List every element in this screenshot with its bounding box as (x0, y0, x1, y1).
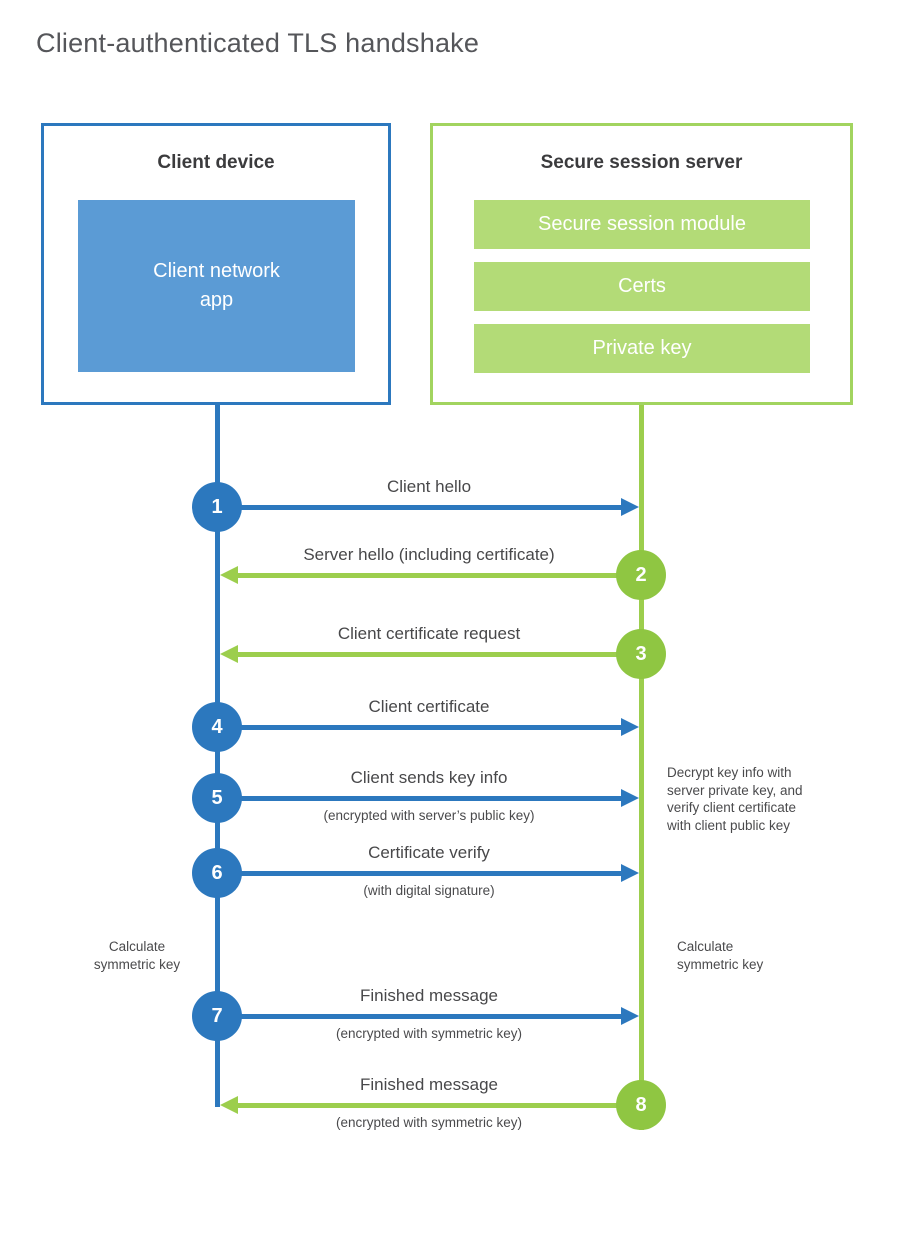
step-4-badge: 4 (192, 702, 242, 752)
step-6-badge: 6 (192, 848, 242, 898)
step-4-number: 4 (211, 715, 223, 738)
step-7-arrow (217, 1014, 623, 1019)
step-4-arrow (217, 725, 623, 730)
step-7-sublabel: (encrypted with symmetric key) (335, 1026, 523, 1041)
step-6-arrow (217, 871, 623, 876)
step-1-label: Client hello (386, 477, 472, 496)
step-5-arrow (217, 796, 623, 801)
step-1-number: 1 (211, 495, 223, 518)
step-3-badge: 3 (616, 629, 666, 679)
step-2-label: Server hello (including certificate) (303, 545, 555, 564)
step-4-label: Client certificate (368, 697, 490, 716)
page-title: Client-authenticated TLS handshake (36, 28, 480, 58)
secure-session-server-title: Secure session server (540, 152, 743, 173)
step-2-number: 2 (635, 563, 647, 586)
step-6-sublabel: (with digital signature) (363, 883, 495, 898)
step-2-arrow (237, 573, 641, 578)
step-3-arrow (237, 652, 641, 657)
step-5-label: Client sends key info (350, 768, 508, 787)
step-8-arrowhead-icon (220, 1096, 238, 1114)
step-6-arrowhead-icon (621, 864, 639, 882)
step-1-badge: 1 (192, 482, 242, 532)
step-2-arrowhead-icon (220, 566, 238, 584)
step-6-label: Certificate verify (368, 843, 490, 862)
step-5-sublabel: (encrypted with server’s public key) (323, 808, 535, 823)
step-1-arrow (217, 505, 623, 510)
server-module-certs: Certs (474, 262, 810, 311)
step-4-arrowhead-icon (621, 718, 639, 736)
server-calculate-symmetric-key-note: Calculate symmetric key (677, 939, 764, 972)
client-calculate-symmetric-key-note: Calculate symmetric key (93, 939, 181, 972)
step-3-label: Client certificate request (337, 624, 521, 643)
step-1-arrowhead-icon (621, 498, 639, 516)
step-8-badge: 8 (616, 1080, 666, 1130)
step-7-label: Finished message (360, 986, 498, 1005)
step-3-arrowhead-icon (220, 645, 238, 663)
step-6-number: 6 (211, 861, 223, 884)
server-module-private-key: Private key (474, 324, 810, 373)
step-8-label: Finished message (360, 1075, 498, 1094)
step-5-badge: 5 (192, 773, 242, 823)
step-7-badge: 7 (192, 991, 242, 1041)
step-5-arrowhead-icon (621, 789, 639, 807)
client-lifeline (215, 405, 220, 1107)
step-7-arrowhead-icon (621, 1007, 639, 1025)
step-2-badge: 2 (616, 550, 666, 600)
server-module-secure-session: Secure session module (474, 200, 810, 249)
step-8-sublabel: (encrypted with symmetric key) (335, 1115, 523, 1130)
server-lifeline (639, 405, 644, 1130)
client-network-app-box: Client network app (78, 200, 355, 372)
step-8-number: 8 (635, 1093, 647, 1116)
step-7-number: 7 (211, 1004, 223, 1027)
step-8-arrow (237, 1103, 641, 1108)
step-3-number: 3 (635, 642, 647, 665)
client-device-title: Client device (157, 152, 275, 173)
server-decrypt-note: Decrypt key info with server private key… (667, 765, 803, 833)
step-5-number: 5 (211, 786, 223, 809)
